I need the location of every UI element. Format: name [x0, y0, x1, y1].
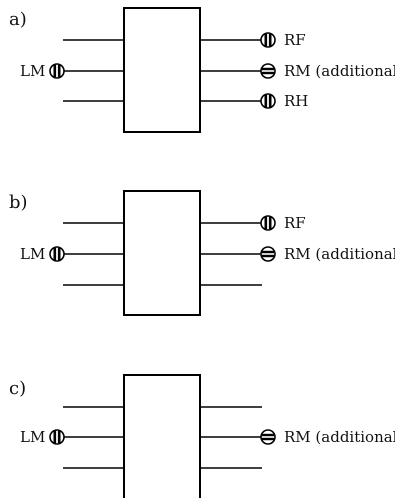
panel-b-label: b) — [9, 192, 28, 213]
panel-c-label: c) — [9, 378, 26, 399]
rm-horizontal-bars-icon — [259, 62, 277, 80]
lm-vertical-bars-icon — [48, 245, 66, 263]
panel-c-left-label: LM — [20, 428, 45, 446]
rf-vertical-bars-icon — [259, 214, 277, 232]
rh-vertical-bars-icon — [259, 92, 277, 110]
panel-c-output-1-label: RM (additional) — [284, 428, 395, 446]
panel-a-left-label: LM — [20, 62, 45, 80]
lm-vertical-bars-icon — [48, 428, 66, 446]
panel-c-body — [123, 374, 201, 498]
panel-a-output-1-label: RF — [284, 31, 306, 49]
lm-vertical-bars-icon — [48, 62, 66, 80]
panel-b: b) LM RF RM (additional) — [9, 190, 395, 316]
panel-a: a) LM RF RM (additional) RH — [9, 7, 395, 133]
panel-a-output-3-label: RH — [284, 92, 308, 110]
panel-a-body — [123, 7, 201, 133]
panel-c: c) LM RM (additional) — [9, 374, 395, 498]
rm-horizontal-bars-icon — [259, 245, 277, 263]
rf-vertical-bars-icon — [259, 31, 277, 49]
panel-b-output-1-label: RF — [284, 214, 306, 232]
rm-horizontal-bars-icon — [259, 428, 277, 446]
panel-b-left-label: LM — [20, 245, 45, 263]
panel-a-output-2-label: RM (additional) — [284, 62, 395, 80]
panel-b-body — [123, 190, 201, 316]
panel-b-output-2-label: RM (additional) — [284, 245, 395, 263]
panel-a-label: a) — [9, 9, 27, 30]
